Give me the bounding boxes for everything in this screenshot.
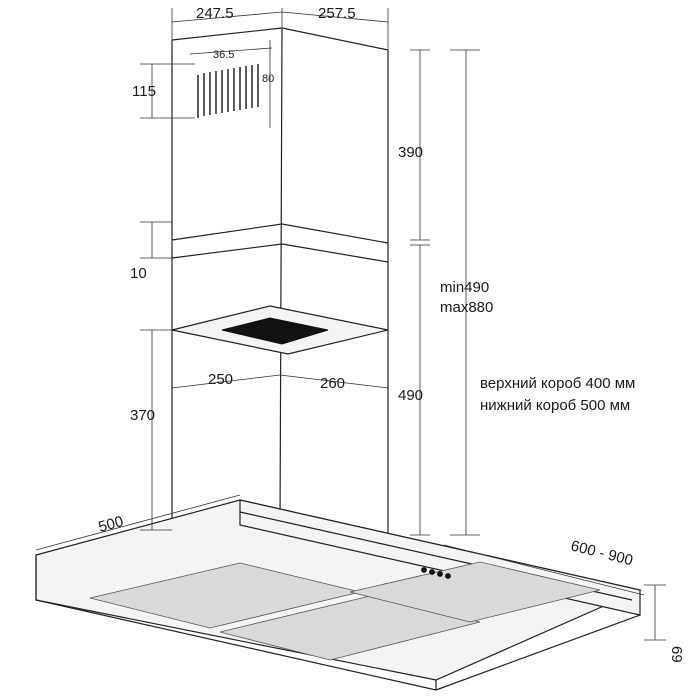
lower-chimney-box: [171, 243, 389, 263]
dim-upper-width-left: 247.5: [196, 5, 234, 22]
dim-overlap: 10: [130, 265, 147, 282]
dim-lower-box-height: 490: [398, 387, 423, 404]
dim-grill-width: 36.5: [213, 49, 234, 61]
dim-lower-width-right: 260: [320, 375, 345, 392]
dim-canopy-width: 600 - 900: [569, 537, 635, 569]
vent-grill: [189, 40, 273, 128]
dim-grill-offset: 115: [132, 83, 156, 100]
dim-total-range-max: max880: [440, 299, 493, 316]
note-upper-box: верхний короб 400 мм: [480, 375, 635, 392]
dim-lower-width-left: 250: [208, 371, 233, 388]
dim-grill-height: 80: [262, 73, 274, 85]
dim-upper-width-right: 257.5: [318, 5, 356, 22]
dimension-lines: [35, 8, 666, 641]
dim-hood-height: 69: [668, 646, 685, 663]
dim-total-range-min: min490: [440, 279, 489, 296]
duct-opening: [171, 305, 389, 355]
upper-chimney-box: [171, 27, 389, 535]
canopy-body: [35, 499, 642, 691]
dim-upper-box-height: 390: [398, 144, 423, 161]
note-lower-box: нижний короб 500 мм: [480, 397, 630, 414]
dim-canopy-depth: 500: [97, 513, 126, 536]
dim-canopy-height: 370: [130, 407, 155, 424]
